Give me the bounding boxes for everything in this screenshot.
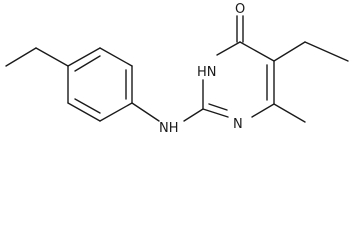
bond-c4-c5 xyxy=(239,41,275,62)
bond-n1-c2 xyxy=(202,108,229,118)
oxygen-label: O xyxy=(235,2,245,17)
bond-c5-ch2 xyxy=(273,41,306,62)
bond-n3-c4 xyxy=(216,41,241,56)
ring-bond-1 xyxy=(67,47,101,67)
ring-bond-4 xyxy=(99,102,133,122)
ring-bond-2 xyxy=(99,47,133,67)
bond-c6-n1 xyxy=(251,103,275,118)
phenyl-ring xyxy=(67,47,133,122)
pyrimidinone-ring xyxy=(202,41,275,118)
chemical-structure-diagram: NH HN N O xyxy=(5,2,349,136)
bond-ethyl-ch2-ring xyxy=(35,47,69,67)
ring-double-bond-a xyxy=(74,55,101,72)
bond-nh-c2 xyxy=(183,108,204,122)
ring-n-label: N xyxy=(233,117,243,132)
bond-n1-c2-double xyxy=(208,103,228,111)
bond-ch2-ch3 xyxy=(304,41,349,62)
linker-nh-label: NH xyxy=(159,121,179,136)
ring-double-bond-c xyxy=(74,98,101,114)
bond-aryl-nh xyxy=(131,102,160,122)
ring-ethyl-group xyxy=(273,41,349,62)
ring-bond-5 xyxy=(67,102,101,122)
aryl-ethyl-group xyxy=(5,47,69,67)
bond-c6-methyl xyxy=(273,103,306,123)
bond-ethyl-ch3-ch2 xyxy=(5,47,37,67)
ring-hn-label: HN xyxy=(197,65,217,80)
